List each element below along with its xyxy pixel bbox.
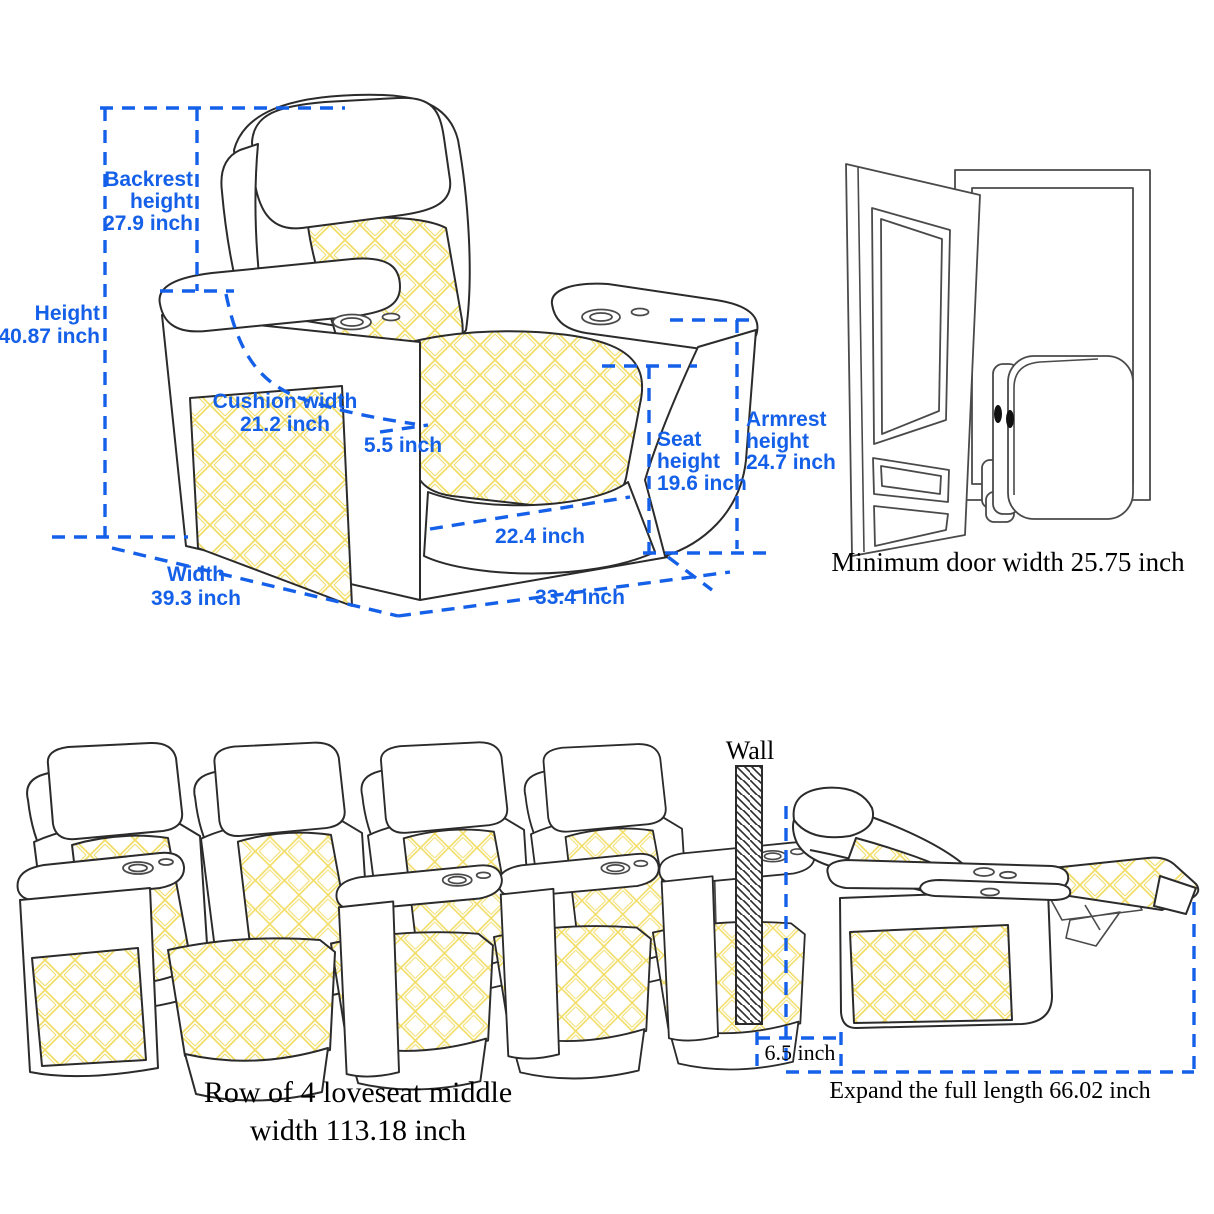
height-dimension-label: Height — [35, 302, 100, 325]
seat-height-label2: height — [657, 450, 720, 473]
seat-height-label: Seat — [657, 428, 701, 451]
depth-value: 33.4 inch — [535, 586, 625, 609]
backrest-dimension-line — [160, 108, 234, 293]
height-dimension-line — [52, 106, 345, 539]
recline-side-illustration: Wall 6.5 inch Expand the full length 66.… — [726, 736, 1200, 1104]
armrest-height-label2: height — [746, 430, 809, 453]
recline-caption: Expand the full length 66.02 inch — [829, 1078, 1150, 1104]
chair-latch2 — [1006, 410, 1014, 428]
backrest-height-label: Backrest — [104, 168, 193, 191]
armrest-height-value: 24.7 inch — [746, 451, 836, 474]
chair-latch — [994, 405, 1002, 423]
cushion-width-value: 21.2 inch — [240, 413, 330, 436]
backrest-height-label2: height — [130, 190, 193, 213]
armrest-width-tick — [379, 423, 429, 434]
door-illustration: Minimum door width 25.75 inch — [831, 163, 1185, 577]
cushion-dimension-curve — [224, 293, 416, 426]
row-caption: Row of 4 loveseat middle — [204, 1076, 512, 1109]
armrest-width-value: 5.5 inch — [364, 434, 442, 457]
height-dimension-value: 40.87 inch — [0, 325, 100, 348]
seat-row-illustration: Row of 4 loveseat middle width 113.18 in… — [16, 741, 816, 1147]
wall-hatch — [735, 765, 763, 1025]
row-caption-line2: width 113.18 inch — [250, 1114, 466, 1147]
cushion-width-label: Cushion width — [213, 390, 358, 413]
wall-gap-bracket — [755, 1032, 843, 1066]
wall-label: Wall — [726, 736, 774, 765]
seat-height-value: 19.6 inch — [657, 472, 747, 495]
wall-gap-label: 6.5 inch — [765, 1040, 836, 1065]
full-length-dimension-line — [786, 902, 1196, 1074]
armrest-height-dimension-line — [670, 318, 757, 549]
row-left-end-armrest — [16, 851, 186, 1078]
recliner-front-illustration — [158, 93, 759, 607]
armrest-height-label: Armrest — [746, 408, 827, 431]
depth-dimension-line — [397, 555, 731, 618]
width-label: Width — [167, 563, 225, 586]
main-chair-dimension-lines — [52, 106, 768, 618]
door-caption: Minimum door width 25.75 inch — [831, 547, 1185, 577]
seat-height-dimension-line — [602, 364, 768, 555]
seat-depth-value: 22.4 inch — [495, 525, 585, 548]
folded-chair-back — [1007, 355, 1134, 520]
backrest-height-value: 27.9 inch — [103, 212, 193, 235]
main-chair-dimension-labels: Height 40.87 inch Backrest height 27.9 i… — [0, 168, 836, 610]
seat-depth-dimension-line — [429, 495, 631, 531]
width-dimension-line — [111, 546, 399, 618]
width-value: 39.3 inch — [151, 587, 241, 610]
